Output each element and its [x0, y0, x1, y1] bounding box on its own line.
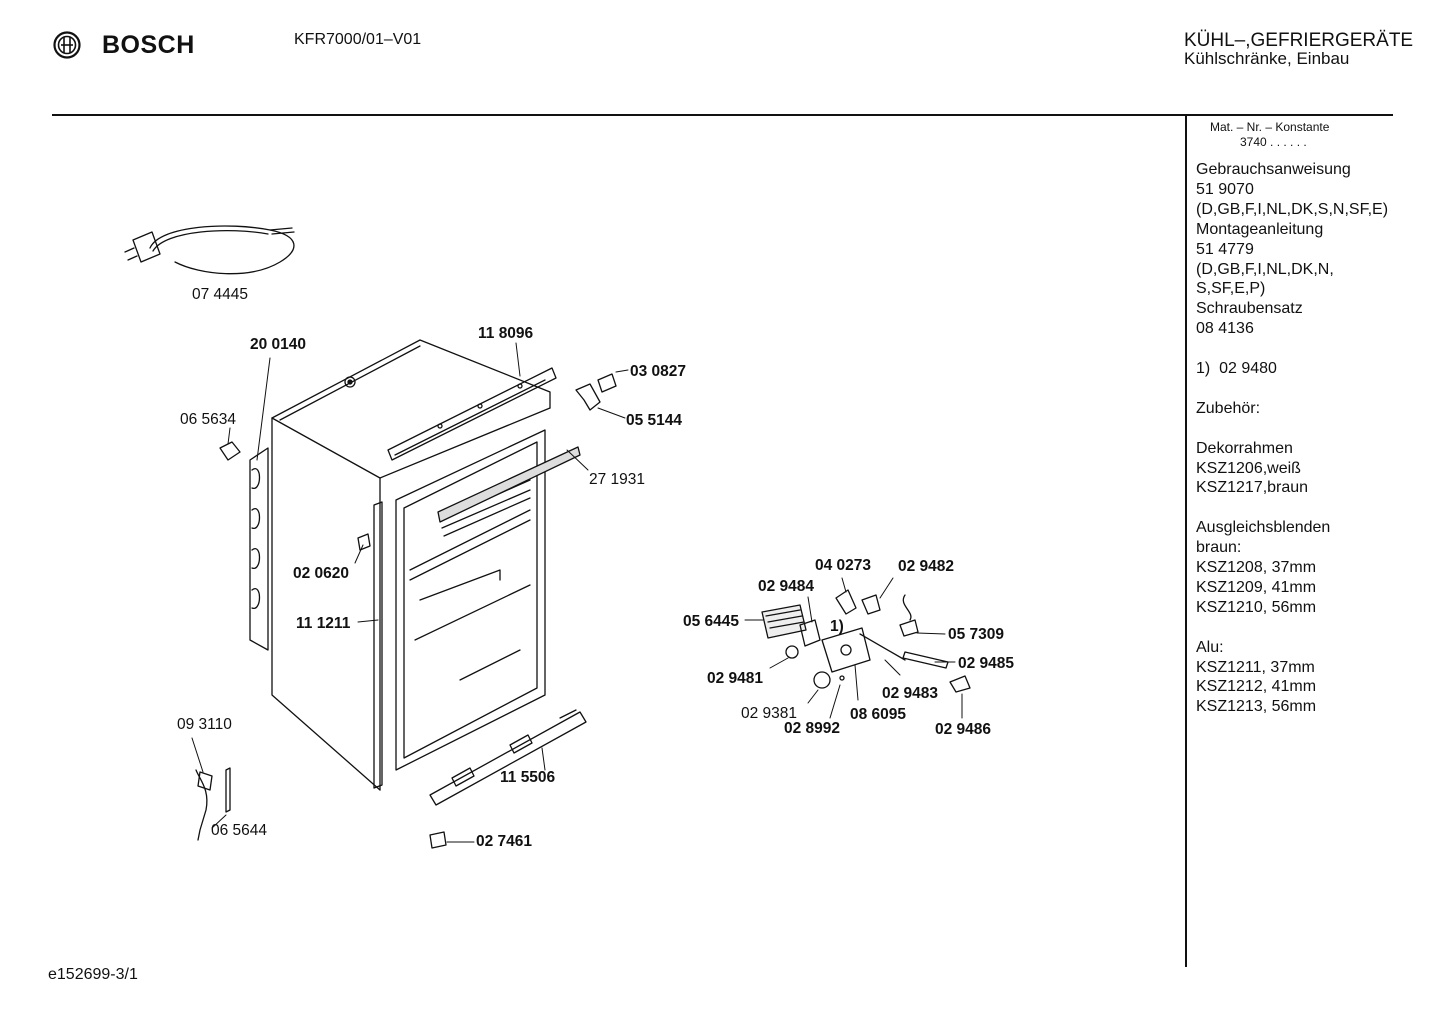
part-label: 09 3110 [177, 716, 232, 733]
part-label: 02 9381 [741, 705, 798, 722]
model-number: KFR7000/01–V01 [294, 31, 422, 48]
part-label: 05 6445 [683, 613, 740, 630]
part-label: 04 0273 [815, 557, 872, 574]
sidebar-line: KSZ1212, 41mm [1196, 678, 1317, 696]
sidebar-line [1196, 498, 1436, 518]
thermostat-assembly-drawing [761, 589, 971, 693]
sidebar-line [1196, 618, 1436, 638]
part-label: 02 9484 [758, 578, 815, 595]
sidebar-line [1196, 419, 1436, 439]
sidebar-line: Alu: [1196, 638, 1224, 656]
sidebar-line: Schraubensatz [1196, 300, 1303, 318]
part-label: 02 0620 [293, 565, 350, 582]
category-title: KÜHL–,GEFRIERGERÄTE [1184, 30, 1414, 51]
sidebar-line: S,SF,E,P) [1196, 280, 1266, 298]
part-label: 06 5644 [211, 822, 268, 839]
sidebar-line: 08 4136 [1196, 320, 1254, 338]
category-subtitle: Kühlschränke, Einbau [1184, 49, 1350, 68]
sidebar-line: (D,GB,F,I,NL,DK,N, [1196, 260, 1334, 278]
sidebar-line: KSZ1210, 56mm [1196, 598, 1317, 616]
header-divider [52, 114, 1393, 116]
part-label: 02 9482 [898, 558, 955, 575]
sidebar-line: braun: [1196, 539, 1242, 557]
brand-name: BOSCH [102, 30, 195, 59]
part-label: 03 0827 [630, 363, 687, 380]
power-cord-drawing [124, 225, 295, 275]
part-label: 1) [830, 618, 844, 635]
drawing-code: e152699-3/1 [48, 966, 138, 983]
sidebar-line: 51 9070 [1196, 180, 1254, 198]
part-label: 02 8992 [784, 720, 841, 737]
refrigerator-body-drawing [195, 339, 617, 849]
part-label: 02 7461 [476, 833, 533, 850]
sidebar-line: Montageanleitung [1196, 220, 1324, 238]
sidebar-line: 51 4779 [1196, 240, 1254, 258]
part-label: 08 6095 [850, 706, 907, 723]
part-label: 11 1211 [296, 615, 351, 632]
part-label: 02 9483 [882, 685, 939, 702]
sidebar-line: Ausgleichsblenden [1196, 519, 1331, 537]
sidebar-line: KSZ1209, 41mm [1196, 578, 1317, 596]
sidebar-line: Dekorrahmen [1196, 439, 1293, 457]
part-label: 11 5506 [500, 769, 556, 786]
sidebar-info: Gebrauchsanweisung 51 9070 (D,GB,F,I,NL,… [1196, 160, 1436, 717]
sidebar-line: KSZ1213, 56mm [1196, 698, 1317, 716]
sidebar-line: Gebrauchsanweisung [1196, 161, 1351, 178]
part-label: 02 9486 [935, 721, 992, 738]
sidebar-line: KSZ1208, 37mm [1196, 559, 1317, 577]
sidebar-divider [1185, 116, 1187, 967]
bosch-logo: BOSCH [50, 30, 195, 60]
mat-number-value: 3740 . . . . . . [1240, 135, 1307, 149]
sidebar-line: 1) 02 9480 [1196, 360, 1277, 378]
sidebar-line: Zubehör: [1196, 399, 1261, 417]
part-label: 06 5634 [180, 411, 237, 428]
sidebar-line [1196, 339, 1436, 359]
exploded-diagram [124, 225, 971, 849]
part-label: 05 7309 [948, 626, 1005, 643]
part-label: 02 9485 [958, 655, 1015, 672]
part-label: 11 8096 [478, 325, 534, 342]
part-label: 27 1931 [589, 471, 646, 488]
part-label: 02 9481 [707, 670, 764, 687]
part-label: 20 0140 [250, 336, 307, 353]
leader-lines [191, 342, 963, 843]
mat-number-label: Mat. – Nr. – Konstante [1210, 120, 1330, 134]
part-label: 05 5144 [626, 412, 683, 429]
part-label: 07 4445 [192, 286, 249, 303]
sidebar-line: KSZ1206,weiß [1196, 459, 1301, 477]
sidebar-line: KSZ1217,braun [1196, 479, 1309, 497]
sidebar-line: (D,GB,F,I,NL,DK,S,N,SF,E) [1196, 200, 1389, 218]
sidebar-line: KSZ1211, 37mm [1196, 658, 1315, 676]
sidebar-line [1196, 379, 1436, 399]
bosch-armature-icon [53, 31, 81, 59]
